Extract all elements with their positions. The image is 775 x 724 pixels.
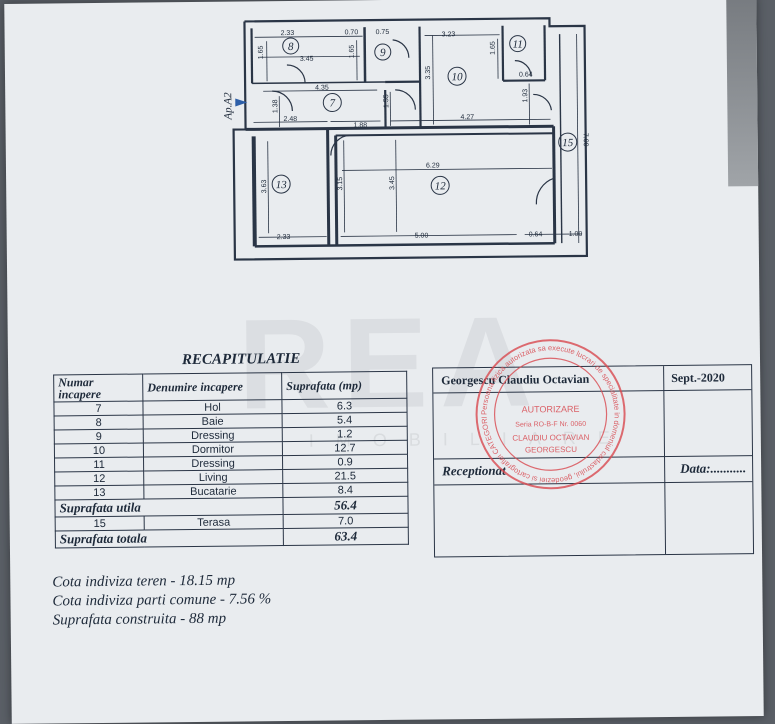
dimension-label: 1.88	[354, 122, 368, 129]
dimension-label: 0.64	[519, 71, 533, 78]
total-value: 63.4	[283, 527, 408, 545]
room-number: 9	[380, 47, 386, 59]
survey-date: Sept.-2020	[671, 370, 725, 386]
dimension-label: 0.70	[345, 29, 359, 36]
dimension-label: 2.33	[277, 234, 291, 241]
stamp-line: AUTORIZARE	[522, 404, 580, 415]
dimension-label: 1.65	[490, 41, 497, 55]
dimension-label: 3.23	[442, 31, 456, 38]
header-area: Suprafata (mp)	[282, 371, 407, 399]
dimension-label: 4.35	[315, 85, 329, 92]
note-line: Cota indiviza teren - 18.15 mp	[52, 571, 271, 592]
stamp-line: GEORGESCU	[525, 445, 577, 455]
recap-table: Numar incapere Denumire incapere Suprafa…	[53, 371, 409, 549]
document-sheet: 8 9 10 11 7 15 13 12 2.33 3.45 1.65 0.70…	[4, 0, 763, 724]
dimension-label: 1.65	[258, 46, 265, 60]
dimension-label: 1.65	[349, 45, 356, 59]
room-number: 11	[513, 39, 523, 51]
util-value: 56.4	[283, 496, 408, 514]
dimension-label: 1.93	[522, 89, 529, 103]
date-label: Data:...........	[680, 460, 746, 477]
dimension-label: 7.00	[582, 133, 589, 147]
total-label: Suprafata totala	[55, 529, 283, 548]
stamp-line: Seria RO-B-F Nr. 0060	[515, 421, 586, 429]
dimension-label: 1.38	[272, 99, 279, 113]
header-name: Denumire incapere	[143, 373, 282, 401]
apartment-label: Ap.A2	[222, 92, 234, 121]
dimension-label: 4.27	[460, 114, 474, 121]
room-number: 7	[329, 97, 335, 109]
note-line: Cota indiviza parti comune - 7.56 %	[52, 590, 271, 611]
note-line: Suprafata construita - 88 mp	[53, 609, 272, 630]
room-number: 8	[288, 41, 294, 53]
dimension-label: 3.45	[300, 56, 314, 63]
notes: Cota indiviza teren - 18.15 mp Cota indi…	[52, 571, 271, 630]
dimension-label: 3.35	[425, 66, 432, 80]
recap-title: RECAPITULATIE	[182, 351, 301, 369]
stamp-line: CLAUDIU OCTAVIAN	[512, 433, 589, 443]
floor-plan: 8 9 10 11 7 15 13 12 2.33 3.45 1.65 0.70…	[4, 0, 767, 274]
dimension-label: 1.00	[569, 231, 583, 238]
dimension-label: 0.75	[376, 29, 390, 36]
header-number: Numar incapere	[54, 374, 143, 402]
dimension-label: 3.45	[389, 176, 396, 190]
dimension-label: 3.15	[337, 177, 344, 191]
room-number: 15	[562, 137, 574, 149]
dimension-label: 2.48	[283, 116, 297, 123]
dimension-label: 3.63	[261, 179, 268, 193]
room-number: 12	[435, 180, 447, 192]
dimension-label: 0.64	[529, 231, 543, 238]
dimension-label: 6.29	[426, 162, 440, 169]
room-number: 10	[451, 71, 463, 83]
dimension-label: 2.33	[281, 30, 295, 37]
authorization-stamp: Persoana fizica autorizata sa execute lu…	[470, 333, 632, 495]
room-number: 13	[276, 179, 288, 191]
dimension-label: 1.55	[383, 94, 390, 108]
dimension-label: 5.00	[415, 233, 429, 240]
total-row: Suprafata totala 63.4	[55, 527, 408, 548]
